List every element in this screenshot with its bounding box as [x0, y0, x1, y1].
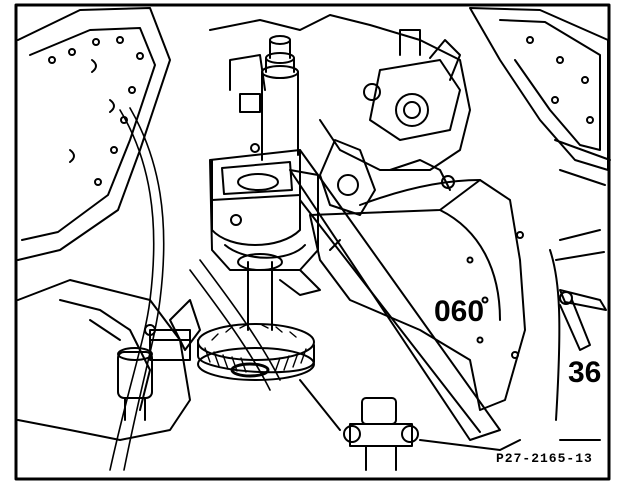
label-part-36: 36 — [568, 356, 602, 389]
tool-spindle — [238, 254, 282, 330]
lower-clamp — [300, 380, 520, 470]
label-part-060: 060 — [434, 295, 485, 328]
left-frame-rail — [18, 8, 170, 260]
transmission-housing — [310, 180, 525, 410]
bolt-36 — [550, 230, 606, 420]
gearbox-top — [210, 15, 470, 215]
frame-border — [16, 5, 609, 479]
connector-plug — [118, 330, 190, 420]
tool-060-arm — [280, 170, 500, 440]
figure-reference-code: P27-2165-13 — [496, 451, 593, 466]
tool-060-holder — [210, 140, 318, 270]
right-body-panel — [470, 8, 610, 185]
vertical-shaft — [262, 36, 298, 140]
knurled-knob — [198, 324, 314, 380]
